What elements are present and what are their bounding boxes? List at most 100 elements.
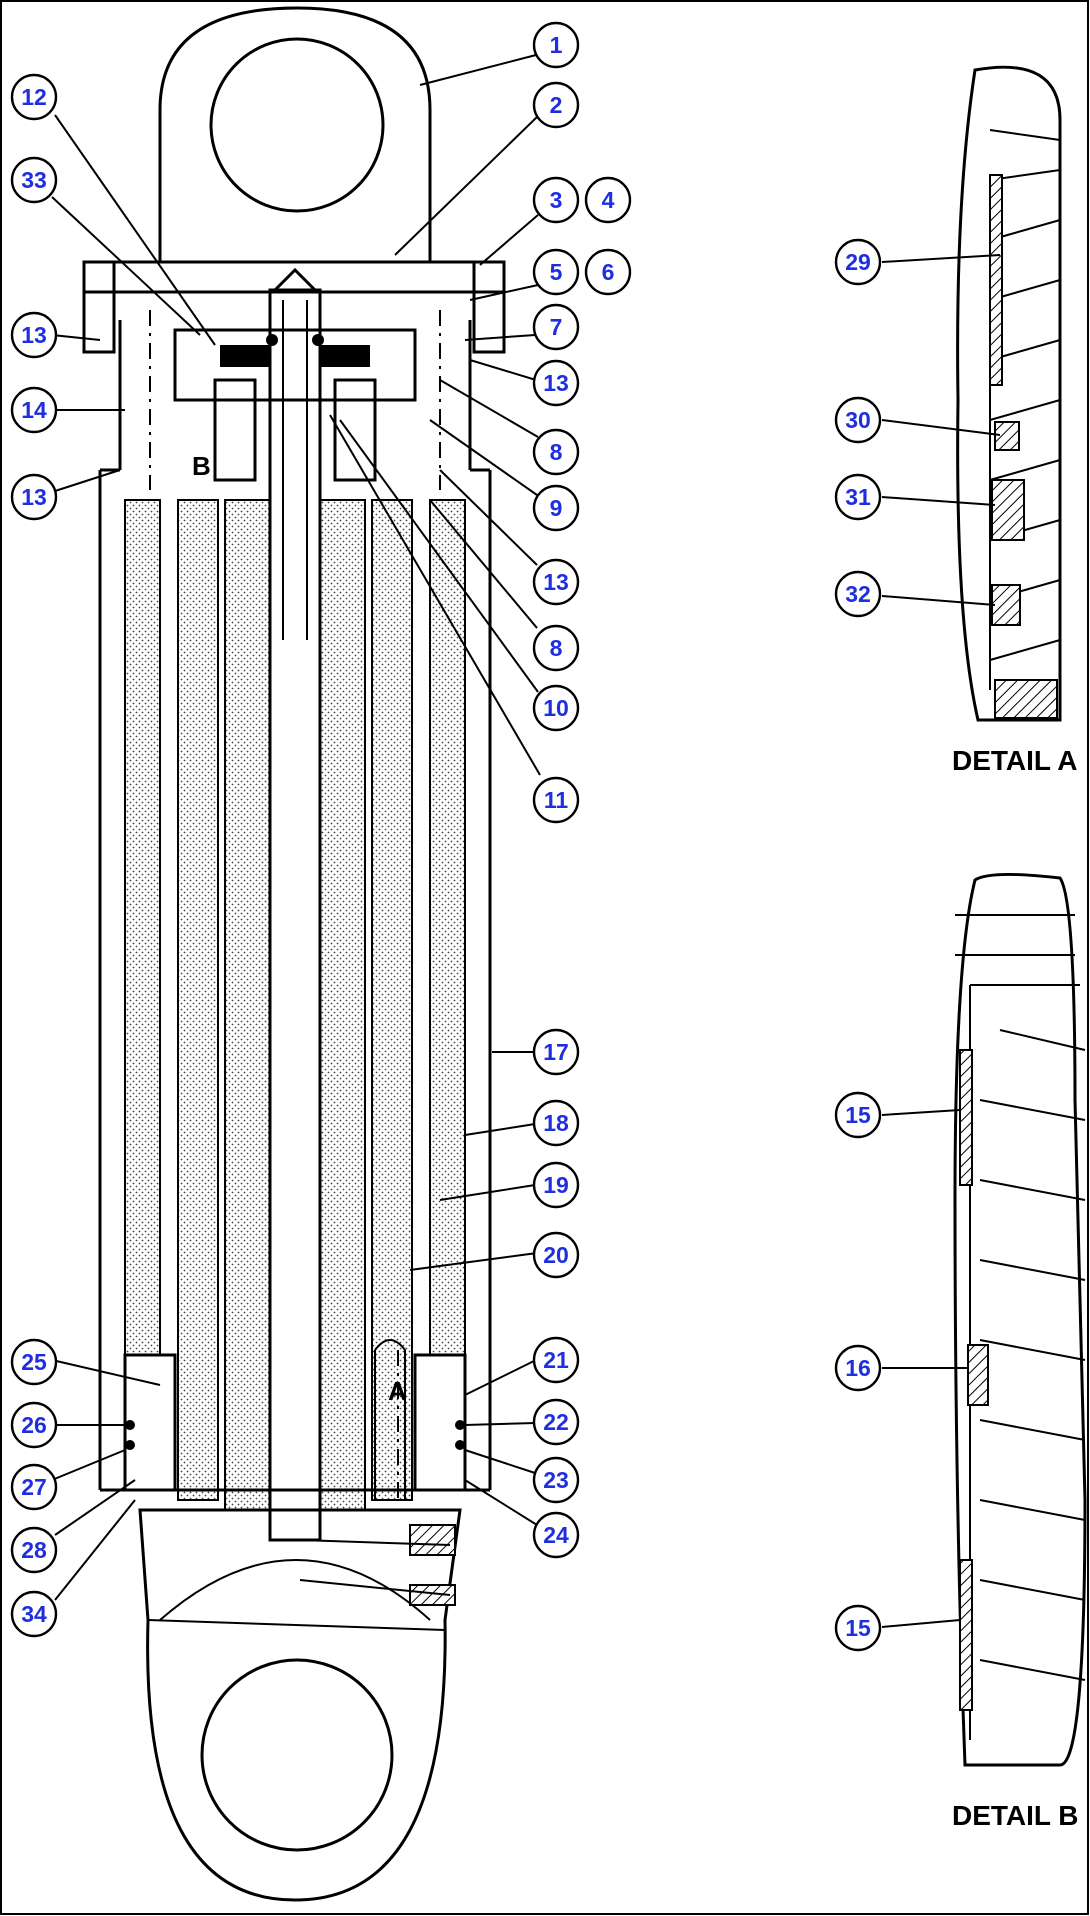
callout-31: 31: [834, 473, 882, 521]
outer-stage-wall-left: [124, 499, 161, 1356]
bottom-eye-arc: [159, 1559, 431, 1621]
piston-seal-left: [220, 345, 270, 367]
callout-29: 29: [834, 238, 882, 286]
callout-20: 20: [532, 1231, 580, 1279]
svg-text:15: 15: [845, 1615, 871, 1641]
svg-text:23: 23: [543, 1467, 569, 1493]
detail-a-marker: [374, 1339, 406, 1500]
svg-text:10: 10: [543, 695, 569, 721]
callout-13-left-2: 13: [10, 473, 58, 521]
detail-b-hatch-3: [979, 1179, 1086, 1201]
callout-18: 18: [532, 1099, 580, 1147]
svg-text:13: 13: [21, 484, 47, 510]
callout-12: 12: [10, 73, 58, 121]
detail-b-hatch-1: [999, 1029, 1086, 1051]
detail-a-hatch-10: [989, 639, 1061, 661]
callout-6: 6: [584, 248, 632, 296]
svg-text:32: 32: [845, 581, 871, 607]
piston-head: [173, 328, 417, 402]
svg-text:28: 28: [21, 1537, 47, 1563]
svg-text:15: 15: [845, 1102, 871, 1128]
svg-text:34: 34: [21, 1601, 47, 1627]
svg-text:25: 25: [21, 1349, 47, 1375]
detail-a-wear-band: [989, 174, 1003, 386]
svg-text:27: 27: [21, 1474, 47, 1500]
detail-b-wear-band-upper: [959, 1049, 973, 1186]
detail-a-stop-ring: [994, 679, 1058, 719]
callout-10: 10: [532, 684, 580, 732]
head-bolt-right: [472, 260, 506, 354]
cylinder-body: B A: [82, 6, 506, 1902]
detail-b-hatch-8: [979, 1579, 1086, 1601]
detail-a-hatch-7: [989, 459, 1061, 481]
svg-text:19: 19: [543, 1172, 569, 1198]
svg-text:2: 2: [550, 92, 563, 118]
svg-text:13: 13: [21, 322, 47, 348]
inner-stage-wall-right: [319, 499, 366, 1511]
detail-b-hatch-9: [979, 1659, 1086, 1681]
gland-seal-3: [455, 1420, 465, 1430]
detail-a-seal-30: [994, 421, 1020, 451]
callout-15-upper: 15: [834, 1091, 882, 1139]
callout-13-right-1: 13: [532, 359, 580, 407]
ball-check-right: [312, 334, 324, 346]
head-plate: [82, 260, 506, 294]
detail-a-view: DETAIL A: [952, 65, 1077, 776]
callout-9: 9: [532, 484, 580, 532]
detail-b-label: DETAIL B: [952, 1800, 1079, 1831]
callout-24: 24: [532, 1511, 580, 1559]
svg-text:13: 13: [543, 370, 569, 396]
svg-text:1: 1: [550, 32, 563, 58]
detail-b-view: DETAIL B: [952, 872, 1087, 1831]
svg-text:18: 18: [543, 1110, 569, 1136]
callout-4: 4: [584, 176, 632, 224]
callout-32: 32: [834, 570, 882, 618]
detail-b-hatch-5: [979, 1339, 1086, 1361]
piston-nut-right: [333, 378, 377, 482]
callout-8-upper: 8: [532, 428, 580, 476]
svg-text:6: 6: [602, 259, 615, 285]
svg-text:24: 24: [543, 1522, 569, 1548]
svg-text:4: 4: [602, 187, 615, 213]
callout-8-lower: 8: [532, 624, 580, 672]
inner-stage-wall-left: [224, 499, 271, 1511]
detail-a-hatch-1: [989, 129, 1061, 141]
detail-b-seal-16: [967, 1344, 989, 1406]
bottom-eye-bore: [200, 1658, 394, 1852]
top-eye: [158, 6, 432, 262]
detail-b-hatch-6: [979, 1419, 1086, 1441]
svg-text:8: 8: [550, 635, 563, 661]
detail-b-hatch-2: [979, 1099, 1086, 1121]
callout-25: 25: [10, 1338, 58, 1386]
svg-text:22: 22: [543, 1409, 569, 1435]
callout-19: 19: [532, 1161, 580, 1209]
callout-26: 26: [10, 1401, 58, 1449]
callout-23: 23: [532, 1456, 580, 1504]
rod-tip: [273, 267, 317, 292]
callout-13-left-1: 13: [10, 311, 58, 359]
detail-a-label: DETAIL A: [952, 745, 1077, 776]
svg-text:3: 3: [550, 187, 563, 213]
port-line-1: [299, 1539, 451, 1546]
detail-b-wear-band-lower: [959, 1559, 973, 1711]
outer-stage-wall-right: [429, 499, 466, 1356]
svg-text:16: 16: [845, 1355, 871, 1381]
svg-text:7: 7: [550, 314, 563, 340]
callout-5: 5: [532, 248, 580, 296]
ball-check-left: [266, 334, 278, 346]
detail-b-hatch-4: [979, 1259, 1086, 1281]
callout-7: 7: [532, 303, 580, 351]
callout-22: 22: [532, 1398, 580, 1446]
center-rod: [268, 288, 322, 1542]
svg-text:17: 17: [543, 1039, 569, 1065]
top-eye-bore: [209, 37, 385, 213]
svg-text:29: 29: [845, 249, 871, 275]
detail-b-hatch-7: [979, 1499, 1086, 1521]
piston-nut-left: [213, 378, 257, 482]
svg-text:14: 14: [21, 397, 47, 423]
view-letter-b: B: [192, 451, 211, 481]
svg-text:30: 30: [845, 407, 871, 433]
svg-text:12: 12: [21, 84, 47, 110]
